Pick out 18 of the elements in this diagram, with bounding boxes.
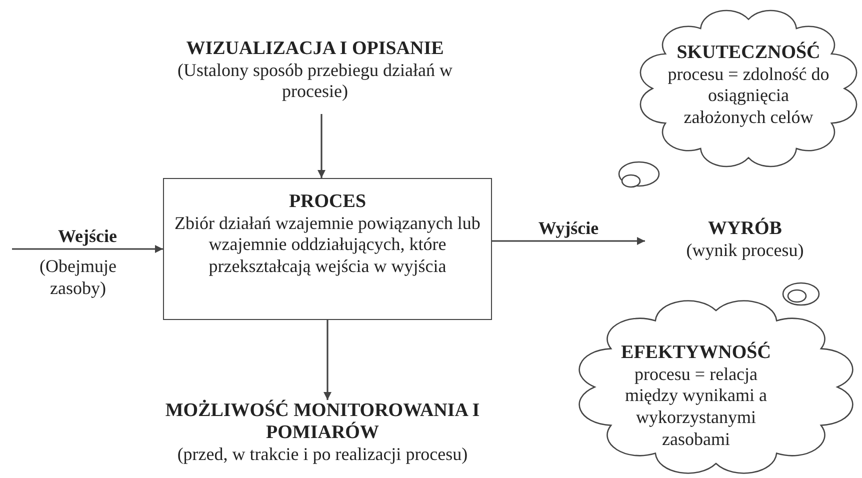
node-description: procesu = zdolność do osiągnięcia założonych celów [666,64,830,129]
arrow [12,245,163,253]
node-description: (przed, w trakcie i po realizacji procesu) [177,444,468,466]
node-description: (Ustalony sposób przebiegu działań w procesie) [176,60,454,104]
process-box [163,178,492,320]
arrow [318,114,326,178]
node-heading: WYRÓB [708,218,782,240]
node-heading: PROCES [288,191,366,213]
node-description: (wynik procesu) [686,240,804,262]
input-note: (Obejmuje zasoby) [38,256,118,300]
node-heading: SKUTECZNOŚĆ [676,42,820,64]
node-description: procesu = relacja między wynikami a wykorzystanymi zasobami [624,364,768,450]
node-heading: EFEKTYWNOŚĆ [621,342,771,364]
arrow [324,320,332,400]
node-description: Zbiór działań wzajemnie powiązanych lub wzajemnie oddziałujących, które przekształcają wejścia w wyjścia [174,212,482,278]
node-heading: MOŻLIWOŚĆ MONITOROWANIA I POMIARÓW [164,400,481,444]
arrow [492,237,645,245]
node-heading: WIZUALIZACJA I OPISANIE [186,38,444,60]
